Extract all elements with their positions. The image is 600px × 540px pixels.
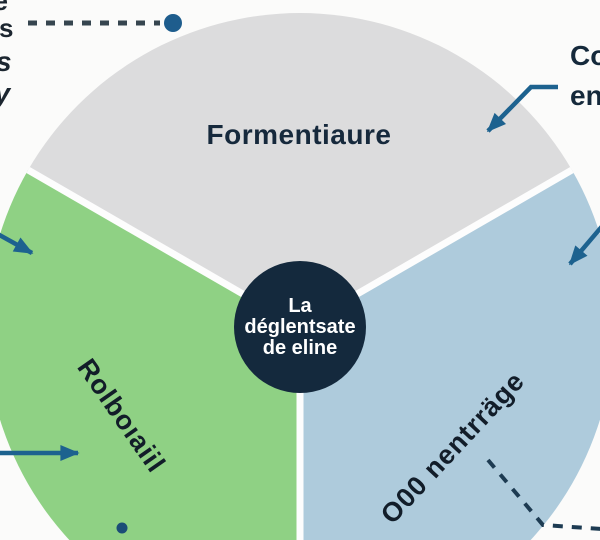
left-text-fragment: y <box>0 78 10 111</box>
left-text-fragment: s <box>0 13 14 43</box>
callout-label-right-line2: en <box>570 80 600 111</box>
left-text-fragment: e <box>0 0 9 16</box>
leader-dot-bottom-left <box>116 522 128 534</box>
callout-arrow-top-right <box>486 84 558 133</box>
center-label-line2: déglentsate <box>244 315 356 338</box>
leader-dot-top-left <box>164 14 182 32</box>
slice-label-top: Formentiaure <box>206 119 392 150</box>
pie-slice-top-gray <box>28 13 572 327</box>
callout-arrow-left-upper <box>0 232 34 255</box>
left-text-fragment: s <box>0 46 12 78</box>
callout-arrow-right <box>568 225 600 266</box>
pie-slice-right-blue <box>300 170 600 540</box>
callout-label-right-line1: Co <box>570 40 600 71</box>
center-label-line3: de eline <box>262 336 338 359</box>
center-label-line1: La <box>288 294 312 317</box>
center-circle: La déglentsate de eline <box>234 261 366 393</box>
callout-label-right: Co en <box>570 36 600 116</box>
leader-dashed-line-bottom-right <box>486 458 600 531</box>
